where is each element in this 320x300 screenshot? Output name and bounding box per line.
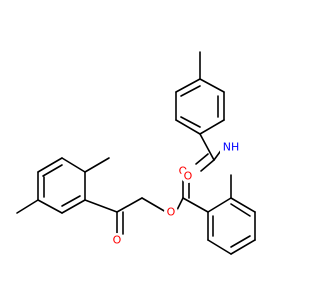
ester-link-oxygen-atom: O bbox=[164, 205, 178, 219]
svg-text:O: O bbox=[113, 234, 122, 247]
atom-labels: O O O O NH bbox=[110, 140, 242, 247]
svg-text:O: O bbox=[167, 206, 176, 219]
amide-nitrogen-atom: NH bbox=[220, 140, 242, 154]
ketone-oxygen-atom: O bbox=[110, 233, 124, 247]
chemical-structure-diagram: O O O O NH bbox=[16, 51, 256, 255]
bond-lines bbox=[16, 51, 256, 255]
amide-oxygen-atom: O bbox=[181, 169, 195, 183]
svg-text:O: O bbox=[184, 170, 193, 183]
svg-text:NH: NH bbox=[223, 141, 240, 154]
